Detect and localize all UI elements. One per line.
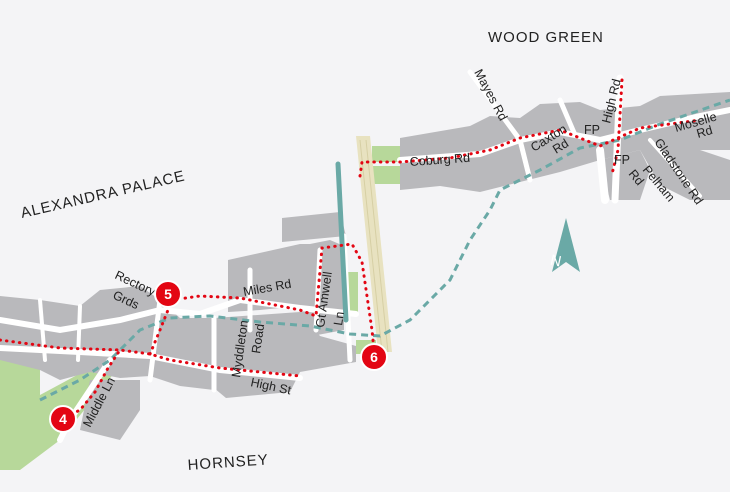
building-block	[80, 380, 140, 440]
street-label-coburg-rd: Coburg Rd	[409, 151, 470, 169]
street-label-moselle-rd-2: Rd	[695, 123, 714, 141]
area-label-alexandra-palace: ALEXANDRA PALACE	[19, 167, 187, 221]
building-block	[640, 150, 730, 200]
road-network	[0, 69, 730, 443]
stop-marker-4[interactable]: 4	[49, 405, 77, 433]
street-label-fp: FP	[584, 123, 600, 137]
building-block	[214, 312, 356, 398]
street-label-fp-2: FP	[614, 153, 630, 167]
stop-marker-5[interactable]: 5	[154, 280, 182, 308]
stop-marker-6[interactable]: 6	[360, 343, 388, 371]
stop-marker-number: 5	[164, 286, 172, 302]
area-label-hornsey: HORNSEY	[187, 451, 269, 474]
park-area	[372, 146, 400, 162]
stop-marker-number: 6	[370, 349, 378, 365]
area-label-wood-green: WOOD GREEN	[488, 29, 604, 46]
railway	[335, 136, 392, 353]
building-block	[282, 212, 346, 242]
north-arrow-label: N	[549, 252, 563, 271]
north-arrow-icon: N	[549, 218, 580, 272]
park-area	[372, 166, 400, 184]
street-label-myddleton-road-2: Road	[249, 323, 267, 355]
street-label-mayes-rd: Mayes Rd	[471, 67, 510, 123]
street-label-gt-amwell-ln-2: Ln	[331, 311, 347, 327]
building-block	[400, 92, 730, 192]
stop-marker-number: 4	[59, 411, 67, 427]
